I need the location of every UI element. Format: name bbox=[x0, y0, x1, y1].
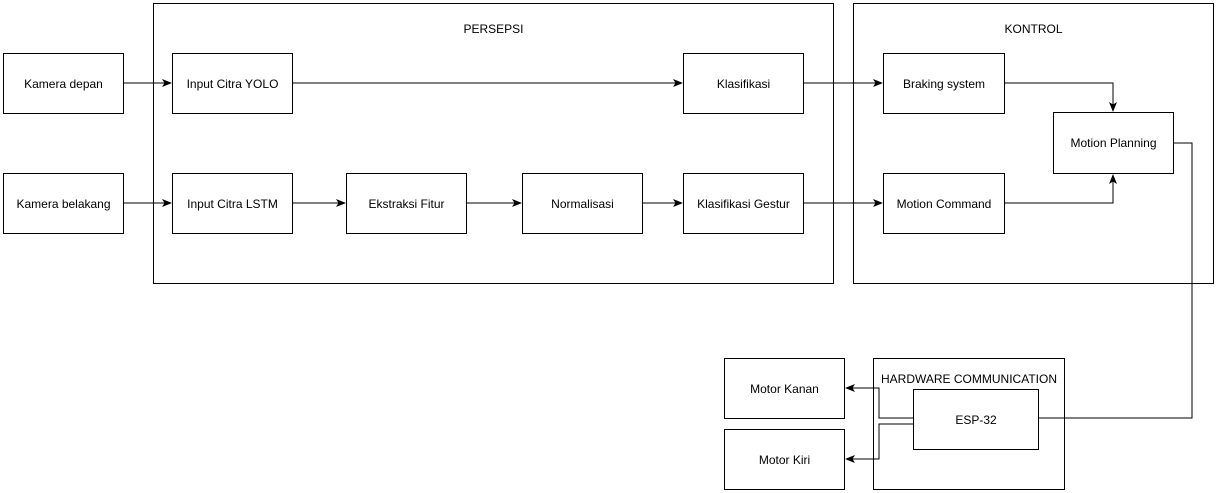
edge-motion-planning-to-esp32 bbox=[1039, 142, 1193, 419]
motion-planning-node: Motion Planning bbox=[1053, 112, 1174, 174]
edge-braking-to-motion-planning bbox=[1005, 82, 1117, 112]
edge-esp32-to-motor-kiri bbox=[845, 423, 913, 463]
ekstraksi-fitur-node: Ekstraksi Fitur bbox=[346, 173, 467, 234]
kontrol-title: KONTROL bbox=[1004, 22, 1063, 36]
motor-kiri-node: Motor Kiri bbox=[724, 429, 845, 490]
edge-esp32-to-motor-kanan bbox=[845, 384, 913, 419]
input-yolo-node: Input Citra YOLO bbox=[172, 53, 293, 114]
hardware-group: HARDWARE COMMUNICATION bbox=[873, 358, 1065, 490]
kamera-depan-node: Kamera depan bbox=[3, 53, 124, 114]
klasifikasi-gestur-node: Klasifikasi Gestur bbox=[683, 173, 804, 234]
motor-kanan-node: Motor Kanan bbox=[724, 358, 845, 419]
kamera-belakang-node: Kamera belakang bbox=[3, 173, 124, 234]
braking-system-node: Braking system bbox=[883, 53, 1005, 114]
input-lstm-node: Input Citra LSTM bbox=[172, 173, 293, 234]
persepsi-title: PERSEPSI bbox=[463, 22, 524, 36]
kontrol-group: KONTROL bbox=[853, 3, 1214, 284]
esp32-node: ESP-32 bbox=[913, 389, 1039, 450]
edge-motion-command-to-motion-planning bbox=[1005, 174, 1117, 204]
klasifikasi-node: Klasifikasi bbox=[683, 53, 804, 114]
persepsi-group: PERSEPSI bbox=[153, 3, 834, 284]
motion-command-node: Motion Command bbox=[883, 173, 1005, 234]
hardware-title: HARDWARE COMMUNICATION bbox=[881, 372, 1057, 386]
normalisasi-node: Normalisasi bbox=[522, 173, 643, 234]
